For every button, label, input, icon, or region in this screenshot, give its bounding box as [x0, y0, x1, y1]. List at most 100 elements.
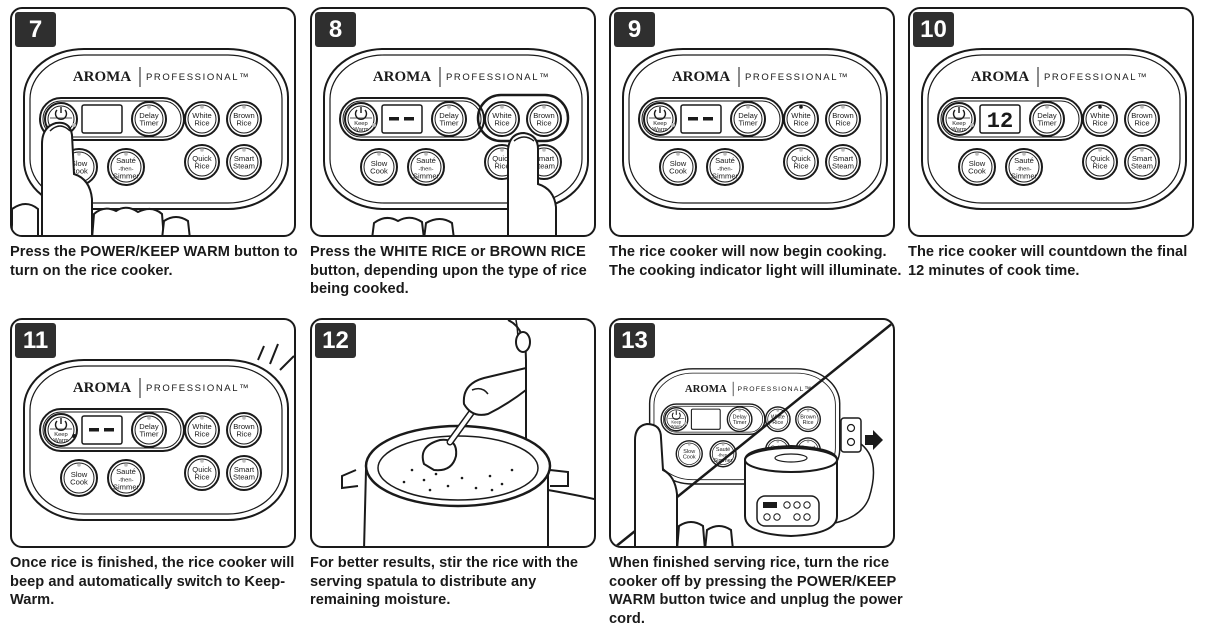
button-label: Smart — [234, 465, 255, 474]
keep-warm-label: Keep — [54, 432, 68, 438]
keep-warm-label: Keep — [671, 420, 681, 425]
indicator-light-icon — [124, 463, 128, 467]
saute-simmer-button[interactable]: Sauté-then-Simmer — [706, 148, 744, 186]
button-label: Rice — [793, 118, 808, 127]
indicator-light-icon — [200, 416, 204, 420]
button-label: Steam — [533, 161, 555, 170]
digital-display — [81, 104, 123, 134]
step-number: 9 — [614, 12, 655, 47]
display-digits: 12 — [987, 109, 1013, 134]
power-icon — [54, 418, 68, 431]
button-label: Cook — [968, 166, 986, 175]
step-caption: The rice cooker will now begin cooking. … — [609, 244, 902, 279]
button-label: Delay — [733, 414, 747, 420]
button-label: Rice — [236, 429, 251, 438]
indicator-light-icon — [746, 105, 750, 109]
indicator-light-icon — [975, 152, 979, 156]
button-label: Quick — [1090, 154, 1110, 163]
step-number: 10 — [913, 12, 954, 47]
indicator-light-icon — [447, 105, 451, 109]
indicator-light-icon — [424, 152, 428, 156]
button-label: White — [791, 111, 810, 120]
button-label: Slow — [71, 159, 88, 168]
indicator-light-icon — [776, 409, 780, 412]
indicator-light-icon — [200, 148, 204, 152]
button-label: Brown — [832, 111, 854, 120]
keep-warm-label: Warm — [53, 438, 68, 444]
indicator-light-icon — [841, 105, 845, 109]
keep-warm-indicator-icon — [671, 123, 675, 127]
indicator-light-icon — [1098, 148, 1102, 152]
keep-warm-label: Warm — [671, 424, 682, 429]
step-number: 12 — [315, 323, 356, 358]
indicator-light-icon — [1140, 105, 1144, 109]
keep-warm-indicator-icon — [684, 422, 688, 425]
button-label: Timer — [738, 118, 758, 127]
button-label: Quick — [192, 154, 212, 163]
indicator-light-icon — [242, 416, 246, 420]
saute-simmer-button[interactable]: Sauté-then-Simmer — [1005, 148, 1043, 186]
unplug-arrow-icon — [865, 430, 883, 450]
brand-subtitle: PROFESSIONAL™ — [737, 386, 812, 393]
saute-simmer-button[interactable]: Sauté-then-Simmer — [407, 148, 445, 186]
indicator-light-icon — [124, 152, 128, 156]
saute-simmer-button[interactable]: Sauté-then-Simmer — [107, 148, 145, 186]
beep-sound-lines-icon — [257, 343, 294, 371]
indicator-light-icon — [147, 416, 151, 420]
button-label: Simmer — [1011, 171, 1038, 180]
keep-warm-indicator-icon — [372, 123, 376, 127]
indicator-light-icon — [77, 152, 81, 156]
keep-warm-indicator-icon — [970, 123, 974, 127]
finger-pressing-rice-button — [371, 131, 557, 235]
power-icon — [653, 107, 667, 120]
power-icon — [671, 410, 681, 420]
button-label: Delay — [139, 422, 159, 431]
indicator-light-icon — [200, 459, 204, 463]
saute-simmer-button[interactable]: Sauté-then-Simmer — [107, 459, 145, 497]
button-label: Delay — [439, 111, 459, 120]
button-label: Steam — [832, 161, 854, 170]
keep-warm-indicator-icon — [72, 434, 76, 438]
step-caption: Press the WHITE RICE or BROWN RICE butto… — [310, 244, 587, 297]
indicator-light-icon — [806, 409, 810, 412]
